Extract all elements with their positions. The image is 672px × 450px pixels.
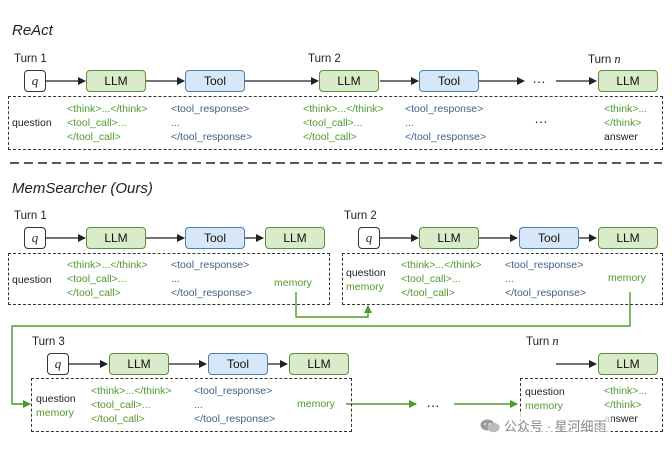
react-llm-node-1: LLM: [86, 70, 146, 92]
mem-question-node-1: q: [24, 227, 46, 249]
mem-box3-memory-in: memory: [36, 407, 74, 419]
mem-llm-node-1a: LLM: [86, 227, 146, 249]
mem-question-node-3: q: [47, 353, 69, 375]
mem-box1-think: <think>...</think><tool_call>...</tool_c…: [67, 259, 148, 299]
mem-turn3-label: Turn 3: [32, 336, 65, 348]
mem-tool-node-2: Tool: [519, 227, 579, 249]
react-turnN-label: Turn n: [588, 52, 621, 66]
mem-llm-node-3a: LLM: [109, 353, 169, 375]
react-llm-node-2: LLM: [319, 70, 379, 92]
mem-tool-node-1: Tool: [185, 227, 245, 249]
watermark: 公众号 · 星河细雨: [476, 414, 611, 437]
mem-boxN-think: <think>...</think> answer: [604, 385, 648, 425]
mem-box2-think: <think>...</think><tool_call>...</tool_c…: [401, 259, 482, 299]
mem-llm-node-2b: LLM: [598, 227, 658, 249]
mem-box2-memory-in: memory: [346, 281, 384, 293]
react-ellipsis: …: [532, 70, 547, 86]
mem-box3-response: <tool_response>...</tool_response>: [194, 385, 276, 425]
mem-context-box-3: [31, 378, 352, 432]
react-tool-node-2: Tool: [419, 70, 479, 92]
mem-context-box-1: [8, 253, 330, 305]
mem-box3-memory: memory: [297, 398, 335, 410]
mem-box3-think: <think>...</think><tool_call>...</tool_c…: [91, 385, 172, 425]
mem-box2-memory: memory: [608, 272, 646, 284]
mem-llm-node-2a: LLM: [419, 227, 479, 249]
mem-llm-node-3b: LLM: [289, 353, 349, 375]
react-answer: answer: [604, 131, 638, 143]
react-turn1-label: Turn 1: [14, 53, 47, 65]
react-response-1: <tool_response>...</tool_response>: [171, 103, 253, 143]
mem-turn1-label: Turn 1: [14, 210, 47, 222]
mem-question-node-2: q: [358, 227, 380, 249]
react-question-node: q: [24, 70, 46, 92]
react-question-text: question: [12, 117, 52, 129]
mem-box3-question: question: [36, 393, 76, 405]
mem-turn2-label: Turn 2: [344, 210, 377, 222]
mem-context-box-2: [342, 253, 663, 305]
react-turn2-label: Turn 2: [308, 53, 341, 65]
react-think-1: <think>...</think><tool_call>...</tool_c…: [67, 103, 148, 143]
mem-llm-node-1b: LLM: [265, 227, 325, 249]
mem-tool-node-3: Tool: [208, 353, 268, 375]
react-response-2: <tool_response>...</tool_response>: [405, 103, 487, 143]
mem-ellipsis: …: [426, 394, 441, 410]
mem-box1-response: <tool_response>...</tool_response>: [171, 259, 253, 299]
react-context-box: [8, 96, 663, 150]
mem-boxN-question: question: [525, 386, 565, 398]
mem-llm-node-n: LLM: [598, 353, 658, 375]
mem-box2-question: question: [346, 267, 386, 279]
react-tool-node-1: Tool: [185, 70, 245, 92]
react-think-n: <think>...</think> answer: [604, 103, 648, 143]
mem-answer: answer: [604, 413, 638, 425]
mem-box2-response: <tool_response>...</tool_response>: [505, 259, 587, 299]
react-title: ReAct: [12, 22, 53, 39]
mem-turnN-label: Turn n: [526, 334, 559, 348]
mem-box1-memory: memory: [274, 277, 312, 289]
mem-boxN-memory-in: memory: [525, 400, 563, 412]
wechat-icon: [480, 419, 500, 433]
react-row-ellipsis: …: [534, 110, 549, 126]
react-think-2: <think>...</think><tool_call>...</tool_c…: [303, 103, 384, 143]
react-llm-node-n: LLM: [598, 70, 658, 92]
mem-box1-question: question: [12, 274, 52, 286]
memsearcher-title: MemSearcher (Ours): [12, 180, 153, 197]
